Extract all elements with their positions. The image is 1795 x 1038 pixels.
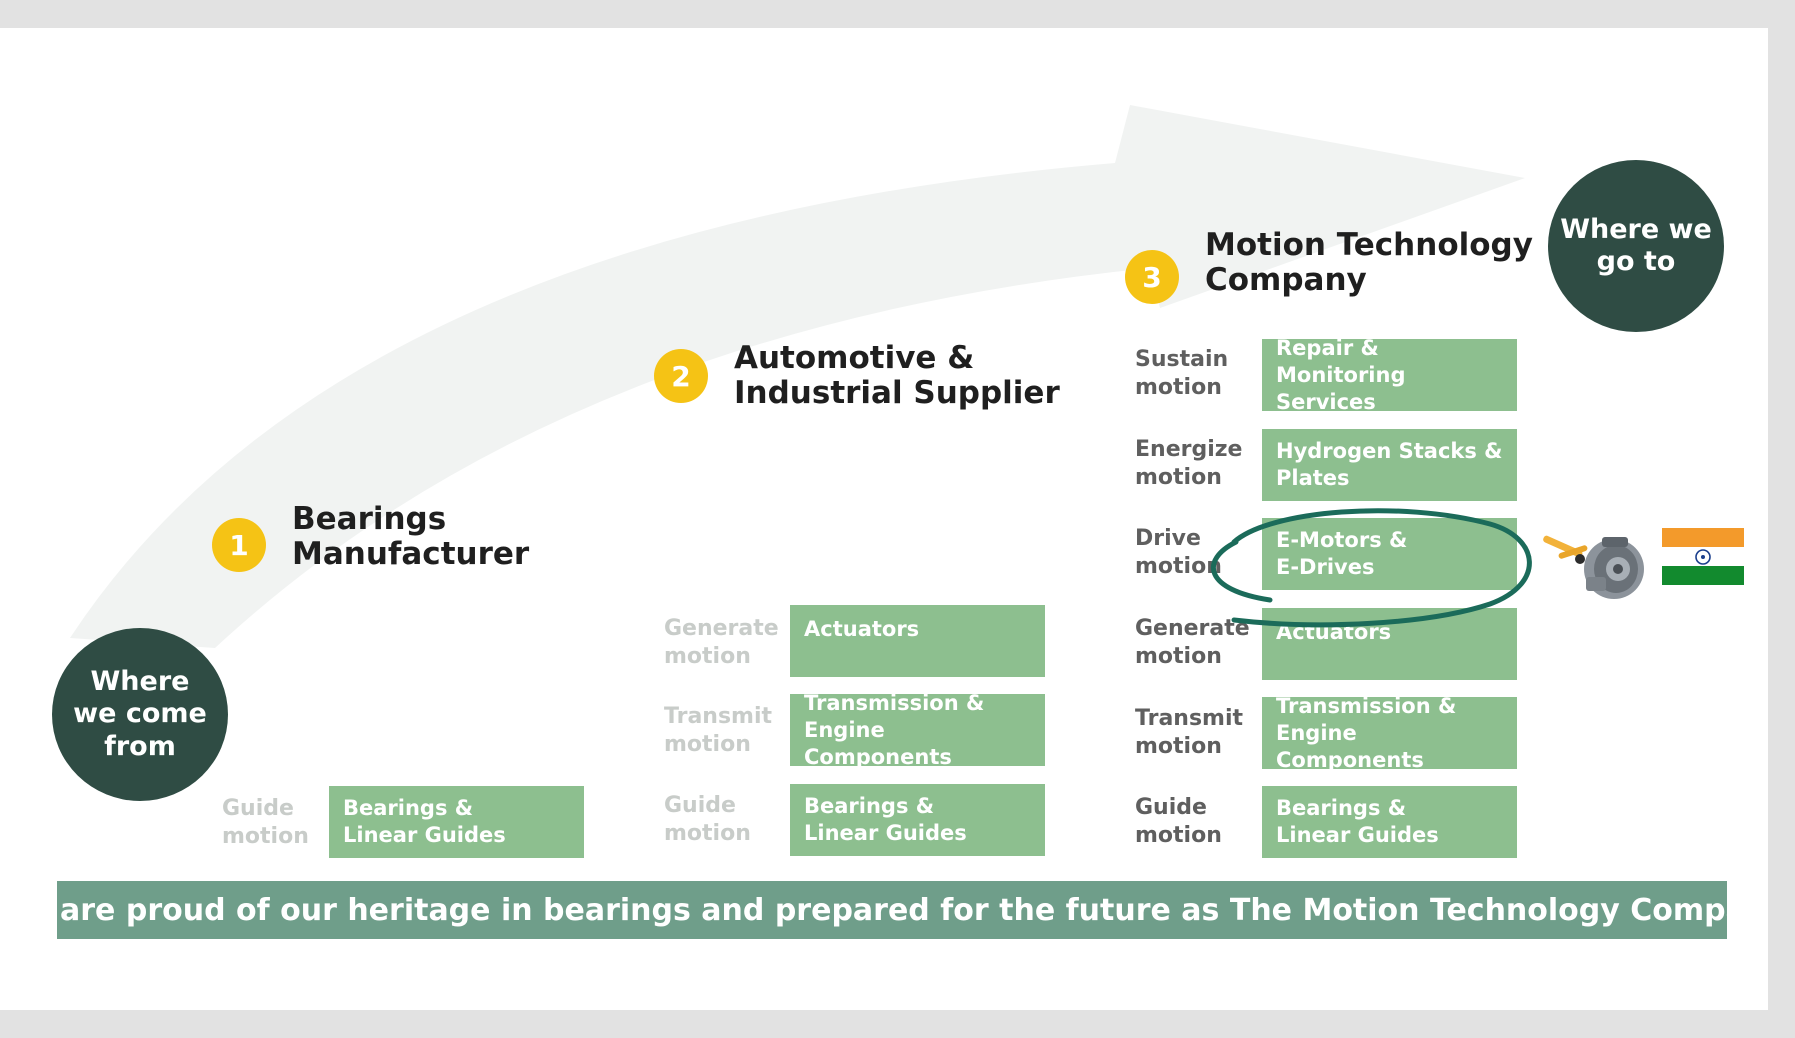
- e-motor-icon: [1543, 535, 1644, 599]
- stage-2-transmit-motion-label: Transmit motion: [664, 704, 773, 757]
- roadmap-slide: Where we come from Where we go to 1 Bear…: [0, 28, 1768, 1010]
- highlight-ring: [1210, 508, 1532, 628]
- stage-2-actuators-box: Actuators: [790, 605, 1045, 677]
- where-we-go-to-circle: Where we go to: [1548, 160, 1724, 332]
- stage-3-hydrogen-box: Hydrogen Stacks & Plates: [1262, 429, 1517, 501]
- stage-3-guide-motion-label: Guide motion: [1135, 795, 1222, 848]
- stage-3-badge: 3: [1125, 250, 1179, 304]
- stage-2-title: Automotive & Industrial Supplier: [734, 340, 1060, 411]
- stage-2-badge: 2: [654, 349, 708, 403]
- stage-2-generate-motion-label: Generate motion: [664, 616, 779, 669]
- stage-3-energize-motion-label: Energize motion: [1135, 437, 1243, 490]
- stage-1-bearings-box: Bearings & Linear Guides: [329, 786, 584, 858]
- stage-3-repair-box: Repair & Monitoring Services: [1262, 336, 1517, 414]
- india-flag-icon: [1662, 528, 1744, 585]
- stage-3-title: Motion Technology Company: [1205, 227, 1533, 298]
- stage-3-emotors-box: E-Motors & E-Drives: [1262, 518, 1517, 590]
- stage-3-transmit-motion-label: Transmit motion: [1135, 706, 1244, 759]
- growth-arrow: [70, 105, 1525, 648]
- heritage-banner: We are proud of our heritage in bearings…: [0, 881, 1768, 939]
- stage-1-badge: 1: [212, 518, 266, 572]
- stage-3-transmission-box: Transmission & Engine Components: [1262, 694, 1517, 772]
- where-we-come-from-circle: Where we come from: [52, 628, 228, 801]
- stage-3-drive-motion-label: Drive motion: [1135, 526, 1222, 579]
- stage-2-transmission-box: Transmission & Engine Components: [790, 691, 1045, 769]
- stage-1-title: Bearings Manufacturer: [292, 501, 530, 572]
- stage-2-bearings-box: Bearings & Linear Guides: [790, 784, 1045, 856]
- stage-1-guide-motion-label: Guide motion: [222, 796, 309, 849]
- stage-3-sustain-motion-label: Sustain motion: [1135, 347, 1229, 400]
- stage-2-guide-motion-label: Guide motion: [664, 793, 751, 846]
- stage-3-generate-motion-label: Generate motion: [1135, 616, 1250, 669]
- stage-3-bearings-box: Bearings & Linear Guides: [1262, 786, 1517, 858]
